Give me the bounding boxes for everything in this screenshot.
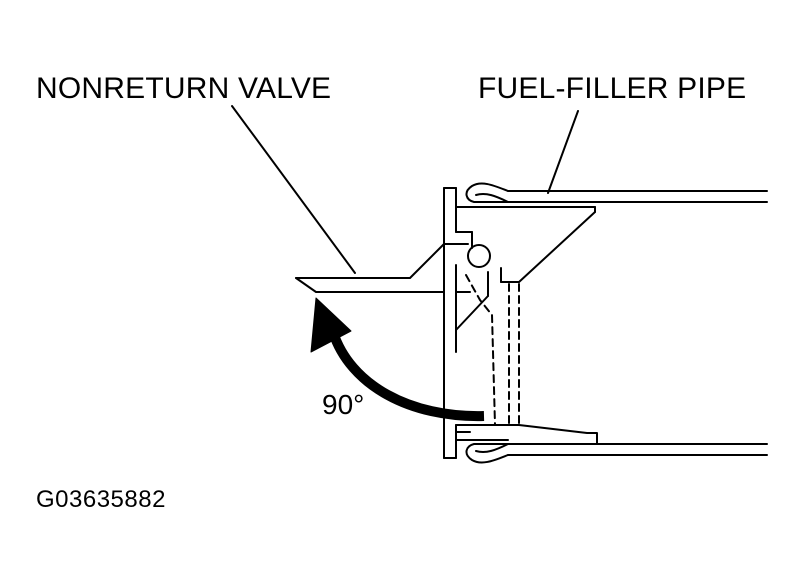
rotation-arrow [310,297,485,422]
valve-hinge [455,271,489,331]
pipe-leader-line [547,110,579,194]
fuel-filler-pipe-label: FUEL-FILLER PIPE [478,72,747,105]
pipe-bottom-wall [465,443,768,464]
valve-open-position-dashed [465,274,520,426]
rotation-angle-label: 90° [322,389,365,420]
check-ball [467,244,491,268]
valve-flap [295,243,471,293]
neck-lower [455,424,598,445]
figure-code: G03635882 [36,486,166,513]
neck-upper [455,206,596,283]
valve-leader-line [231,105,356,274]
pipe-top-wall [465,182,768,203]
nonreturn-valve-label: NONRETURN VALVE [36,72,332,105]
